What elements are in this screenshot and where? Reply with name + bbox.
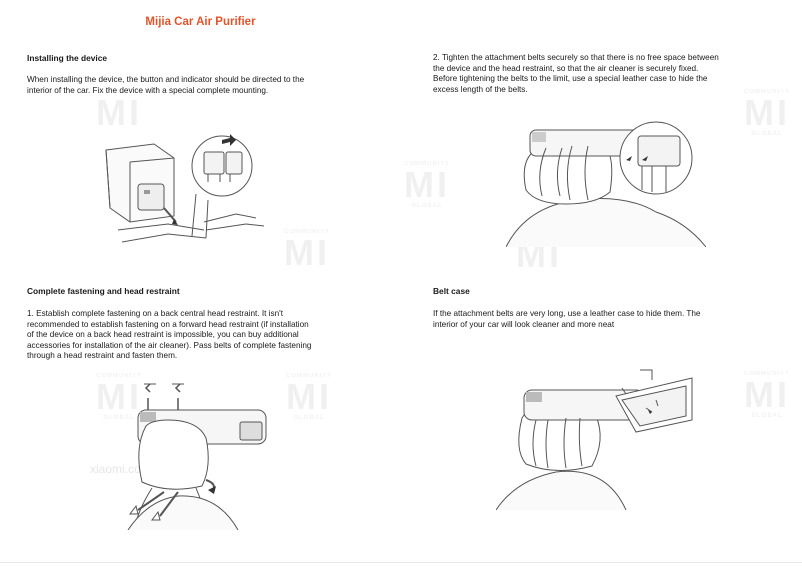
site-watermark: xiaomi.com bbox=[90, 462, 151, 476]
device-mounting-illustration bbox=[96, 118, 276, 258]
watermark-top: COMMUNITY bbox=[284, 229, 330, 235]
belt-tightening-illustration bbox=[506, 112, 706, 247]
watermark-top: COMMUNITY bbox=[96, 373, 142, 379]
section-text: 1. Establish complete fastening on a bac… bbox=[27, 309, 312, 361]
section-heading: Installing the device bbox=[27, 53, 108, 63]
watermark-top: COMMUNITY bbox=[744, 371, 790, 377]
head-restraint-fastening-illustration bbox=[108, 380, 278, 530]
section-heading: Complete fastening and head restraint bbox=[27, 286, 180, 296]
mi-community-watermark: COMMUNITY MI GLOBAL bbox=[404, 160, 450, 210]
watermark-logo: MI bbox=[96, 92, 142, 133]
watermark-bottom: GLOBAL bbox=[751, 131, 783, 137]
page-bottom-divider bbox=[0, 562, 802, 563]
watermark-bottom: GLOBAL bbox=[293, 415, 325, 421]
watermark-logo: MI bbox=[744, 374, 790, 415]
watermark-logo: MI bbox=[96, 376, 142, 417]
document-title: Mijia Car Air Purifier bbox=[145, 16, 256, 28]
watermark-logo: MI bbox=[404, 164, 450, 205]
mi-community-watermark: MI bbox=[96, 92, 142, 133]
mi-community-watermark: COMMUNITY MI GLOBAL bbox=[96, 372, 142, 422]
watermark-bottom: GLOBAL bbox=[751, 413, 783, 419]
section-heading: Belt case bbox=[433, 286, 470, 296]
watermark-logo: MI bbox=[284, 232, 330, 273]
section-text: When installing the device, the button a… bbox=[27, 75, 305, 95]
watermark-logo: MI bbox=[286, 376, 332, 417]
watermark-top: COMMUNITY bbox=[404, 161, 450, 167]
mi-community-watermark: COMMUNITY MI GLOBAL bbox=[744, 88, 790, 138]
section-text: If the attachment belts are very long, u… bbox=[433, 309, 701, 329]
belt-case-illustration bbox=[496, 360, 696, 510]
watermark-top: COMMUNITY bbox=[744, 89, 790, 95]
mi-community-watermark: COMMUNITY MI bbox=[284, 228, 330, 273]
section-text: 2. Tighten the attachment belts securely… bbox=[433, 53, 719, 94]
mi-community-watermark: COMMUNITY MI GLOBAL bbox=[744, 370, 790, 420]
watermark-bottom: GLOBAL bbox=[411, 203, 443, 209]
watermark-bottom: GLOBAL bbox=[103, 415, 135, 421]
mi-community-watermark: COMMUNITY MI GLOBAL bbox=[286, 372, 332, 422]
watermark-logo: MI bbox=[744, 92, 790, 133]
watermark-top: COMMUNITY bbox=[286, 373, 332, 379]
